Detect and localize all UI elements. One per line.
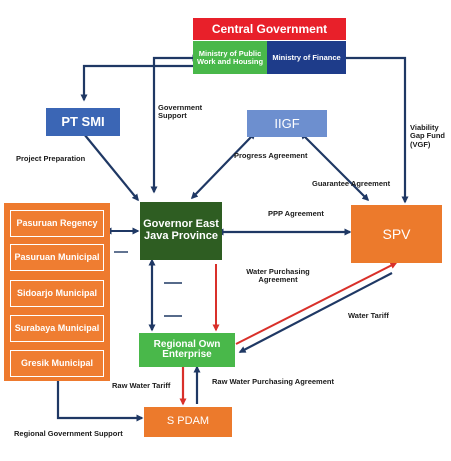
arrow-ministry-to-ptsmi bbox=[80, 64, 194, 102]
arrow-spv-enterprise-red bbox=[235, 262, 398, 345]
governor-box: Governor East Java Province bbox=[140, 202, 222, 260]
ministry-finance-box: Ministry of Finance bbox=[267, 41, 346, 74]
municipality-pasuruan-regency: Pasuruan Regency bbox=[10, 210, 104, 237]
label-ppp-agreement: PPP Agreement bbox=[268, 209, 324, 218]
label-raw-water-purchasing-agreement: Raw Water Purchasing Agreement bbox=[212, 377, 334, 386]
label-government-support: Government Support bbox=[158, 103, 203, 121]
label-water-purchasing-agreement: Water Purchasing Agreement bbox=[246, 267, 310, 285]
label-viability-gap-fund: Viability Gap Fund (VGF) bbox=[410, 123, 445, 149]
label-guarantee-agreement: Guarantee Agreement bbox=[312, 179, 391, 188]
label-progress-agreement: Progress Agreement bbox=[234, 151, 308, 160]
regional-enterprise-box: Regional Own Enterprise bbox=[139, 333, 235, 367]
spv-box: SPV bbox=[351, 205, 442, 263]
arrow-viability-gap-fund bbox=[346, 56, 409, 204]
ministry-public-works-box: Ministry of Public Work and Housing bbox=[193, 41, 267, 74]
municipality-pasuruan-municipal: Pasuruan Municipal bbox=[10, 244, 104, 271]
pt-smi-box: PT SMI bbox=[46, 108, 120, 136]
arrow-progress-agreement bbox=[190, 132, 256, 200]
arrow-project-preparation bbox=[83, 133, 139, 202]
arrow-government-support bbox=[150, 54, 200, 194]
arrow-regional-government-support bbox=[56, 378, 144, 422]
municipality-sidoarjo: Sidoarjo Municipal bbox=[10, 280, 104, 307]
municipality-gresik: Gresik Municipal bbox=[10, 350, 104, 377]
label-water-tariff: Water Tariff bbox=[348, 311, 389, 320]
municipality-surabaya: Surabaya Municipal bbox=[10, 315, 104, 342]
arrow-guarantee-agreement bbox=[300, 132, 370, 202]
central-government-box: Central Government bbox=[193, 18, 346, 40]
s-pdam-box: S PDAM bbox=[144, 407, 232, 437]
label-project-preparation: Project Preparation bbox=[16, 154, 86, 163]
iigf-box: IIGF bbox=[247, 110, 327, 137]
label-regional-government-support: Regional Government Support bbox=[14, 429, 123, 438]
label-raw-water-tariff: Raw Water Tariff bbox=[112, 381, 171, 390]
arrow-spv-enterprise-blue bbox=[238, 272, 393, 353]
